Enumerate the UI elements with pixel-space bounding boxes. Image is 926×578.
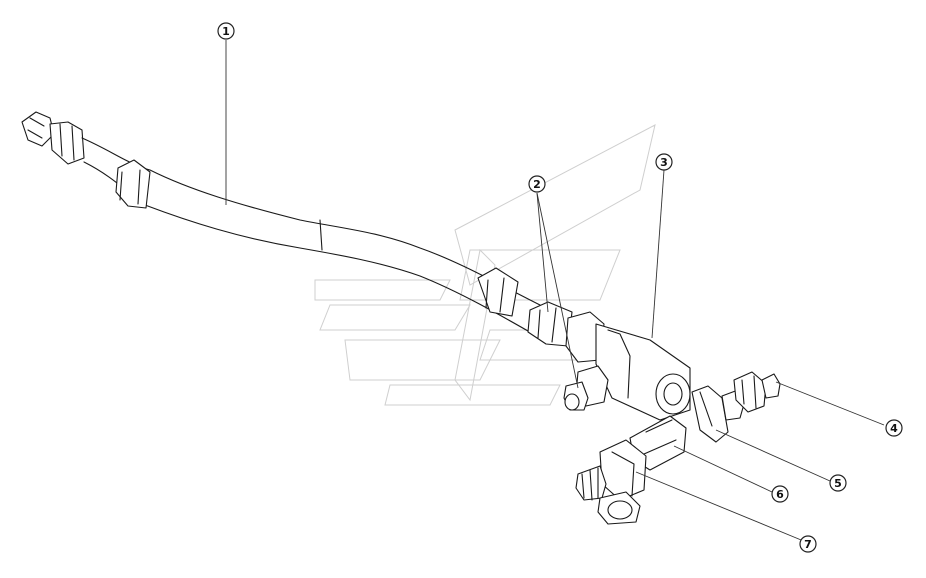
leader-lines [225, 40, 885, 543]
callout-6: 6 [771, 485, 789, 503]
leader-3 [651, 169, 665, 339]
tee-block [563, 323, 691, 421]
callout-7: 7 [799, 535, 817, 553]
callout-label-1: 1 [222, 25, 230, 38]
leader-7 [635, 471, 807, 543]
callout-4: 4 [885, 419, 903, 437]
leader-5 [715, 429, 831, 482]
adapter-fittings [691, 371, 781, 443]
elbow-fittings [575, 415, 687, 525]
callout-3: 3 [655, 153, 673, 171]
callout-label-2: 2 [533, 178, 541, 191]
hose-assembly [21, 111, 605, 363]
callout-1: 1 [217, 22, 235, 40]
callout-2: 2 [528, 175, 546, 193]
callout-5: 5 [829, 474, 847, 492]
callout-label-5: 5 [834, 477, 842, 490]
leader-2 [536, 192, 549, 313]
callout-label-4: 4 [890, 422, 898, 435]
leader-6 [673, 445, 773, 493]
callout-label-7: 7 [804, 538, 812, 551]
leader-4 [775, 381, 885, 426]
callout-label-6: 6 [776, 488, 784, 501]
leader-2b [536, 192, 579, 389]
callout-label-3: 3 [660, 156, 668, 169]
